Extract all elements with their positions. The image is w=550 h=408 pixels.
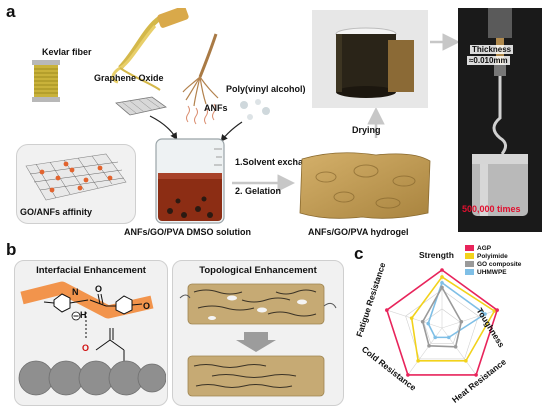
anfs-fiber-image	[182, 33, 219, 125]
radar-grid-ring	[405, 289, 479, 360]
legend-item: GO composite	[465, 260, 521, 268]
tensile-test-image	[472, 8, 528, 216]
radar-point	[483, 312, 487, 316]
radar-point	[453, 344, 458, 349]
kevlar-spool-image	[32, 60, 60, 102]
hydrogel-label: ANFs/GO/PVA hydrogel	[308, 227, 409, 237]
radar-axis-line	[386, 309, 443, 329]
radar-series-uhmwpe	[427, 281, 487, 339]
radar-axis-line	[441, 309, 498, 329]
radar-point	[474, 373, 478, 377]
thickness-label: Thickness	[470, 45, 514, 54]
atom-n: N	[72, 287, 79, 297]
graphene-oxide-label: Graphene Oxide	[94, 73, 164, 83]
drying-label: Drying	[352, 125, 381, 135]
atom-h: H	[80, 310, 87, 320]
radar-point	[416, 359, 420, 363]
radar-series-polyimide	[410, 275, 496, 362]
radar-point	[492, 309, 497, 313]
radar-point	[433, 335, 437, 340]
radar-point	[426, 321, 431, 326]
legend-item: UHMWPE	[465, 268, 521, 276]
atom-o-right: O	[143, 301, 151, 311]
legend-label: Polyimide	[477, 252, 508, 260]
thickness-value: ≈0.010mm	[467, 56, 510, 65]
interfacial-title: Interfacial Enhancement	[36, 265, 146, 276]
radar-point	[440, 285, 444, 290]
radar-point	[459, 319, 464, 324]
radar-point	[440, 275, 444, 279]
legend-swatch-go-composite	[465, 261, 474, 267]
cycles-label: 500,000 times	[462, 204, 521, 214]
radar-axis-line	[407, 327, 443, 376]
interfacial-diagram	[18, 281, 166, 396]
radar-point	[385, 308, 389, 312]
radar-axis-line	[441, 327, 477, 376]
legend-item: AGP	[465, 244, 521, 252]
kevlar-fiber-image	[111, 8, 189, 91]
go-anfs-lattice-image	[25, 153, 127, 201]
topological-title: Topological Enhancement	[199, 265, 317, 276]
legend-label: UHMWPE	[477, 268, 507, 276]
radar-point	[409, 316, 414, 320]
pva-bubbles-icon	[240, 99, 270, 120]
panel-c-letter: c	[354, 244, 364, 263]
radar-series-agp	[385, 269, 499, 376]
solution-label: ANFs/GO/PVA DMSO solution	[124, 227, 252, 237]
radar-legend: AGP Polyimide GO composite UHMWPE	[465, 244, 521, 276]
atom-o-hydroxyl: O	[82, 343, 90, 353]
radar-point	[440, 280, 444, 285]
radar-point	[464, 359, 468, 363]
topological-diagram	[179, 283, 337, 397]
radar-point	[440, 268, 444, 272]
legend-label: AGP	[477, 244, 492, 252]
radar-series-go-composite	[421, 285, 463, 348]
pva-label: Poly(vinyl alcohol)	[226, 84, 306, 94]
solvent-exchange-label: 1.Solvent exchange	[235, 157, 320, 167]
legend-item: Polyimide	[465, 252, 521, 260]
axis-label-strength: Strength	[419, 250, 454, 260]
radar-point	[420, 319, 425, 324]
affinity-label: GO/ANFs affinity	[20, 207, 93, 217]
atom-o-top: O	[95, 284, 103, 294]
legend-swatch-polyimide	[465, 253, 474, 259]
legend-label: GO composite	[477, 260, 522, 268]
anfs-label: ANFs	[204, 103, 228, 113]
radar-point	[406, 373, 410, 377]
gelation-label: 2. Gelation	[235, 186, 282, 196]
graphene-sheet-image	[115, 96, 167, 116]
kevlar-label: Kevlar fiber	[42, 47, 92, 57]
radar-point	[427, 344, 431, 348]
beaker-image	[155, 138, 225, 224]
radar-point	[495, 308, 499, 312]
legend-swatch-agp	[465, 245, 474, 251]
radar-point	[447, 335, 451, 340]
legend-swatch-uhmwpe	[465, 269, 474, 275]
hydrogel-image	[299, 152, 431, 219]
panel-a-letter: a	[6, 2, 16, 21]
panel-b-letter: b	[6, 240, 17, 259]
radar-grid-ring	[423, 308, 461, 344]
radar-chart	[385, 268, 499, 377]
film-roll-image	[335, 27, 414, 98]
